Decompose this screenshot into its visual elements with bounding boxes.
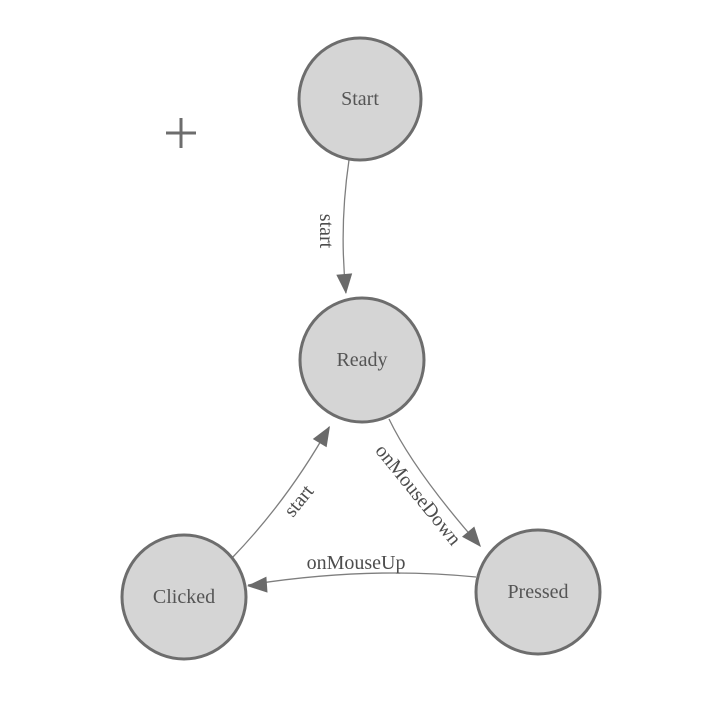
state-node-pressed[interactable] (474, 528, 602, 656)
node-pressed: Pressed (474, 528, 602, 656)
edge-pressed-to-clicked-line[interactable] (247, 572, 477, 586)
state-node-start[interactable] (297, 36, 423, 162)
edge-clicked-to-ready: start (231, 426, 330, 559)
plus-crosshair-icon (166, 118, 196, 148)
edge-ready-to-pressed: onMouseDown (371, 418, 481, 550)
edge-start-to-ready-line[interactable] (342, 159, 350, 294)
node-ready: Ready (298, 296, 426, 424)
arrowhead-icon (336, 273, 353, 294)
node-clicked: Clicked (120, 533, 248, 661)
edge-pressed-to-clicked-label[interactable]: onMouseUp (307, 552, 406, 574)
edge-ready-to-pressed-label[interactable]: onMouseDown (371, 440, 466, 550)
arrowhead-icon (247, 576, 268, 593)
edge-start-to-ready-label[interactable]: start (315, 214, 337, 249)
arrowhead-icon (312, 426, 330, 448)
state-node-ready[interactable] (298, 296, 426, 424)
state-node-clicked[interactable] (120, 533, 248, 661)
node-start: Start (297, 36, 423, 162)
edge-clicked-to-ready-label[interactable]: start (280, 480, 319, 521)
arrowhead-icon (462, 526, 481, 547)
edge-clicked-to-ready-line[interactable] (231, 426, 330, 559)
edge-ready-to-pressed-line[interactable] (388, 418, 481, 547)
edge-start-to-ready: start (315, 159, 353, 294)
edge-pressed-to-clicked: onMouseUp (247, 552, 477, 593)
